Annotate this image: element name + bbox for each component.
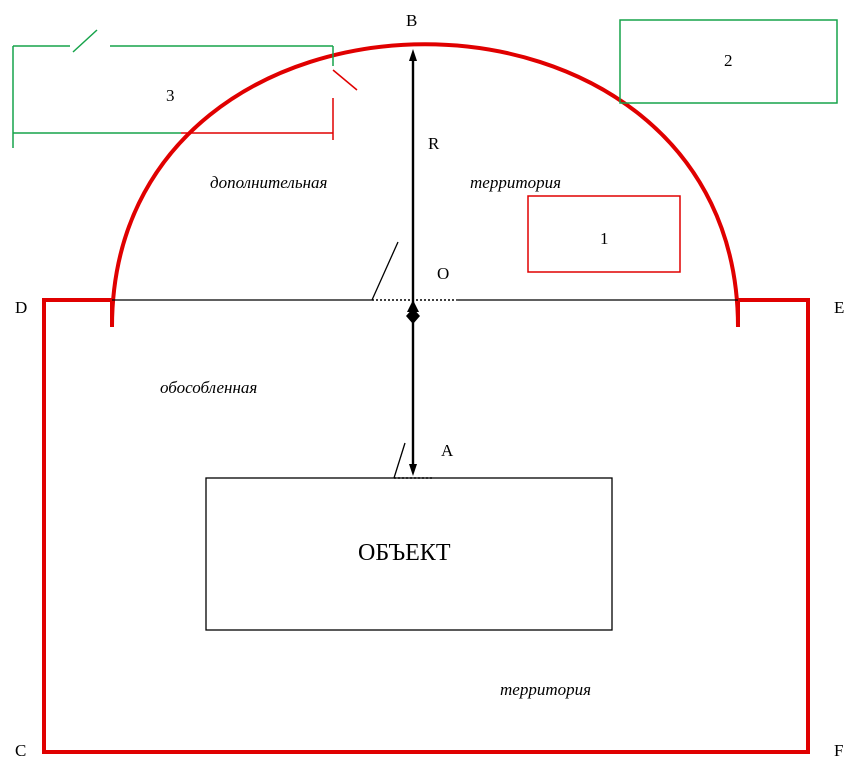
point-e-label: E: [834, 298, 844, 317]
point-f-label: F: [834, 741, 843, 760]
box-2-label: 2: [724, 51, 733, 70]
box-1: [527, 195, 681, 273]
box-3-label: 3: [166, 86, 175, 105]
zone-separate: обособленная: [160, 378, 257, 397]
gate-leaf-o: [371, 241, 399, 301]
point-d-label: D: [15, 298, 27, 317]
gate-leaf-a: [393, 442, 406, 479]
point-c-label: C: [15, 741, 26, 760]
box-2: [619, 19, 838, 104]
object-box: [205, 477, 613, 631]
point-o-label: O: [437, 264, 449, 283]
zone-territory: территория: [500, 680, 591, 699]
radius-label: R: [428, 134, 440, 153]
box-1-label: 1: [600, 229, 609, 248]
separate-territory-boundary: [42, 298, 810, 754]
additional-territory-arc: [110, 42, 740, 328]
point-a-label: A: [441, 441, 454, 460]
zone-additional-left: дополнительная: [210, 173, 328, 192]
box-3: [12, 29, 358, 148]
object-label: ОБЪЕКТ: [358, 540, 451, 566]
point-b-label: B: [406, 11, 417, 30]
zone-additional-right: территория: [470, 173, 561, 192]
center-marker-top: [407, 300, 419, 312]
